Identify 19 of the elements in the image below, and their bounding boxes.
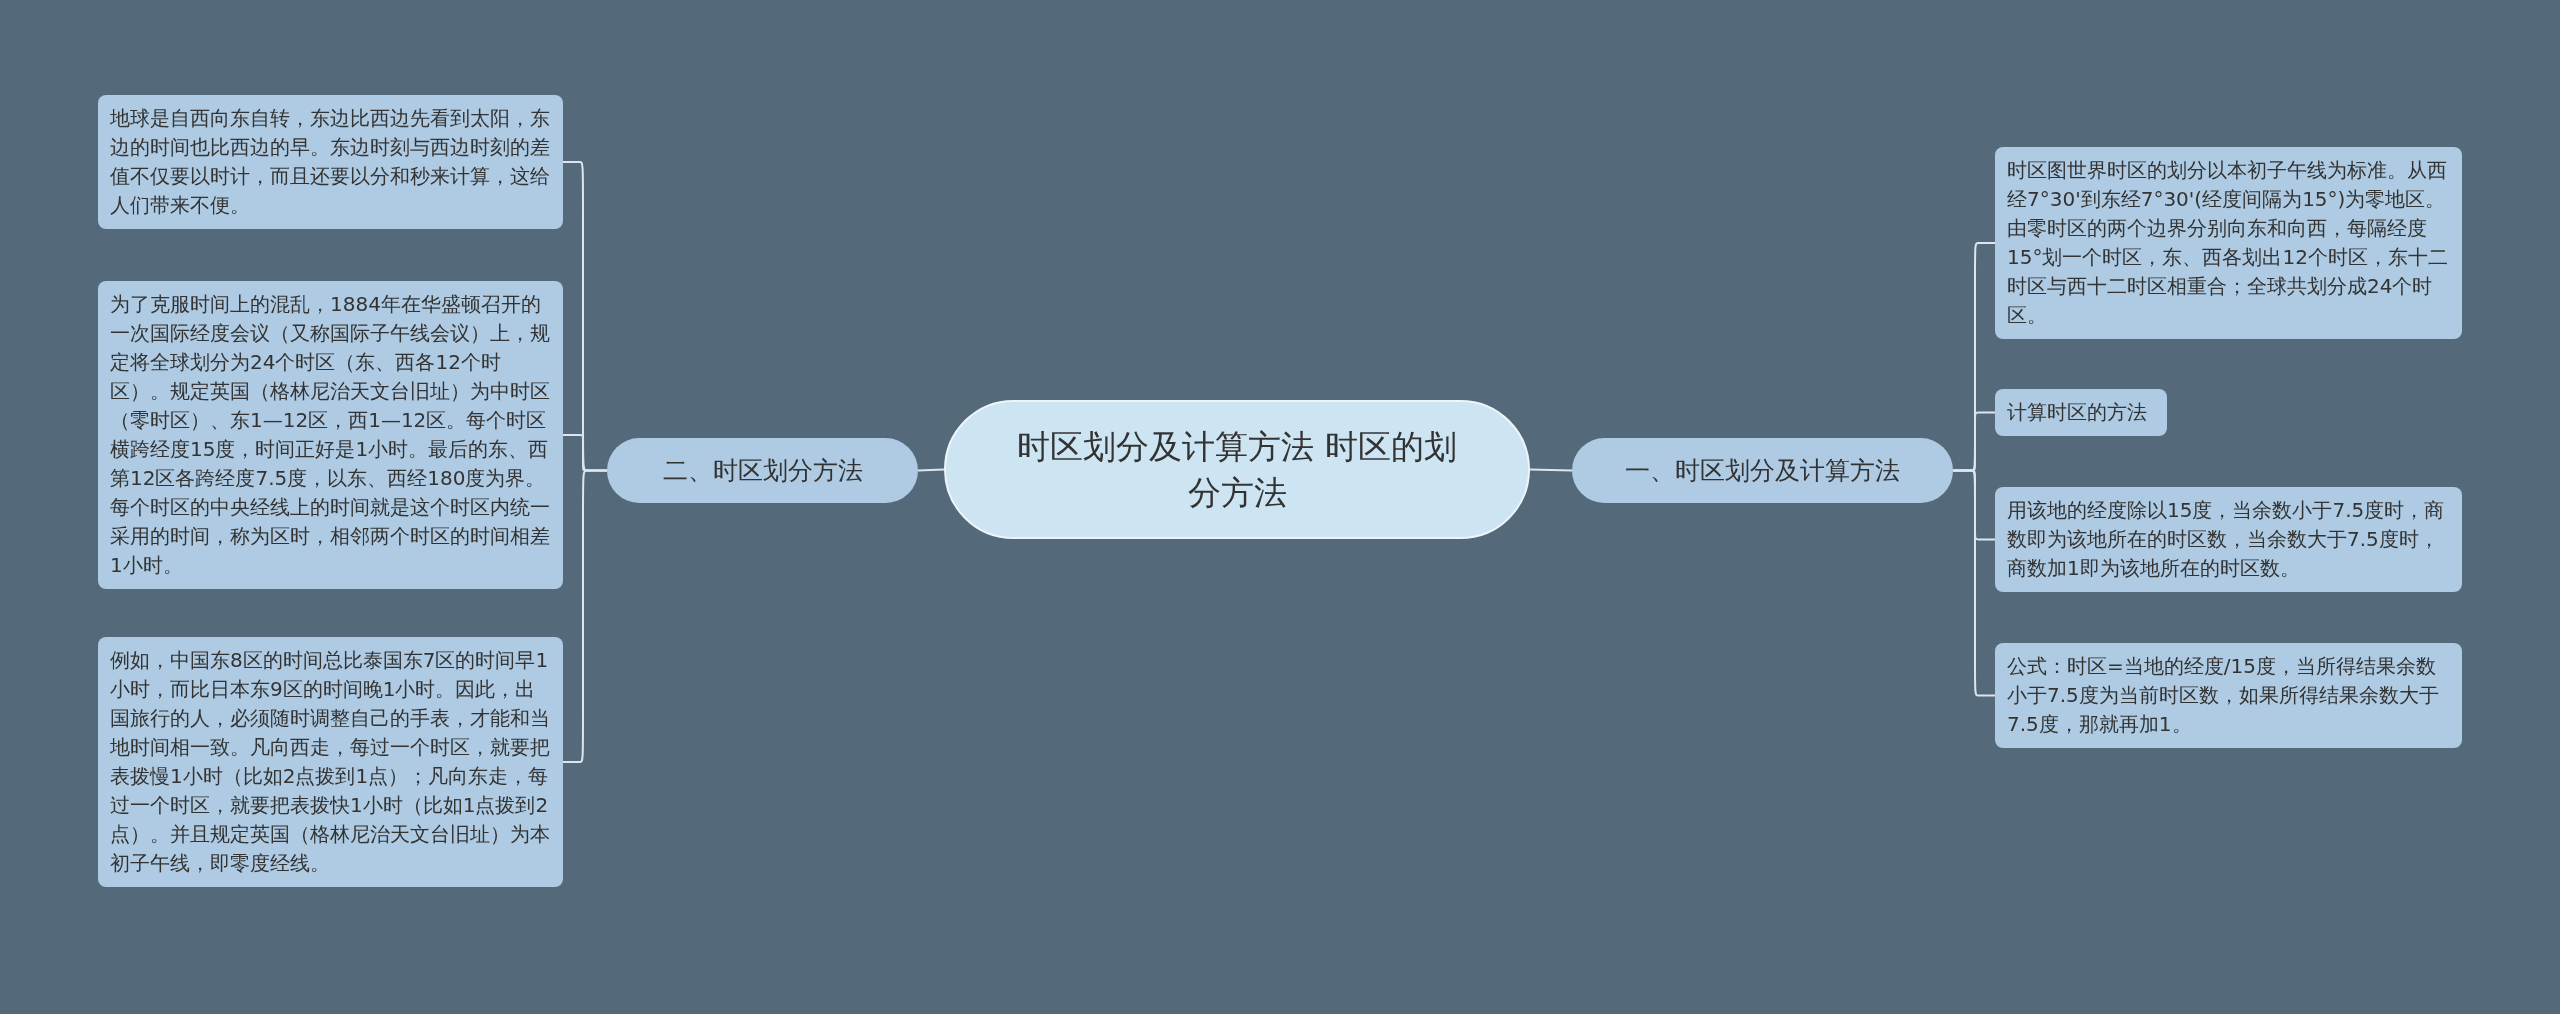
- topic-text: 地球是自西向东自转，东边比西边先看到太阳，东边的时间也比西边的早。东边时刻与西边时刻的差值不仅要以时计，而且还要以分和秒来计算，这给人们带来不便。: [110, 105, 551, 219]
- topic-text: 二、时区划分方法: [662, 455, 863, 487]
- topic-text: 时区划分及计算方法 时区的划分方法: [1016, 425, 1458, 514]
- leaf-topic: [1995, 389, 2167, 436]
- connector-line: [562, 469, 608, 763]
- topic-text: 为了克服时间上的混乱，1884年在华盛顿召开的一次国际经度会议（又称国际子午线会议）上，规定将全球划分为24个时区（东、西各12个时区）。规定英国（格林尼治天文台旧址）为中时区（零时区）、东1—12区，西1—12区。每个时区横跨经度15度，时间正好是1小时。最后的东、西第12区各跨经度7.5度，以东、西经180度为界。每个时区的中央经线上的时间就是这个时区内统一采用的时间，称为区时，相邻两个时区的时间相差1小时。: [110, 291, 551, 579]
- topic-text: 例如，中国东8区的时间总比泰国东7区的时间早1小时，而比日本东9区的时间晚1小时。因此，出国旅行的人，必须随时调整自己的手表，才能和当地时间相一致。凡向西走，每过一个时区，就要把表拨慢1小时（比如2点拨到1点）；凡向东走，每过一个时区，就要把表拨快1小时（比如1点拨到2点）。并且规定英国（格林尼治天文台旧址）为本初子午线，即零度经线。: [110, 647, 551, 877]
- connector-line: [1529, 468, 1573, 472]
- connector-line: [1952, 469, 1996, 697]
- topic-text: 公式：时区=当地的经度/15度，当所得结果余数小于7.5度为当前时区数，如果所得结果余数大于7.5度，那就再加1。: [2007, 653, 2440, 738]
- connector-line: [917, 468, 945, 472]
- leaf-topic: [1995, 643, 2462, 748]
- topic-text: 一、时区划分及计算方法: [1625, 455, 1900, 487]
- topic-text: 用该地的经度除以15度，当余数小于7.5度时，商数即为该地所在的时区数，当余数大于7.5度时，商数加1即为该地所在的时区数。: [2007, 497, 2446, 582]
- topic-text: 时区图世界时区的划分以本初子午线为标准。从西经7°30'到东经7°30'(经度间隔为15°)为零地区。由零时区的两个边界分别向东和向西，每隔经度15°划一个时区，东、西各划出12个时区，东十二时区与西十二时区相重合；全球共划分成24个时区。: [2007, 157, 2449, 329]
- topic-text: 计算时区的方法: [2007, 399, 2148, 426]
- leaf-topic: [1995, 147, 2462, 339]
- leaf-topic: [98, 95, 563, 229]
- leaf-topic: [1995, 487, 2462, 592]
